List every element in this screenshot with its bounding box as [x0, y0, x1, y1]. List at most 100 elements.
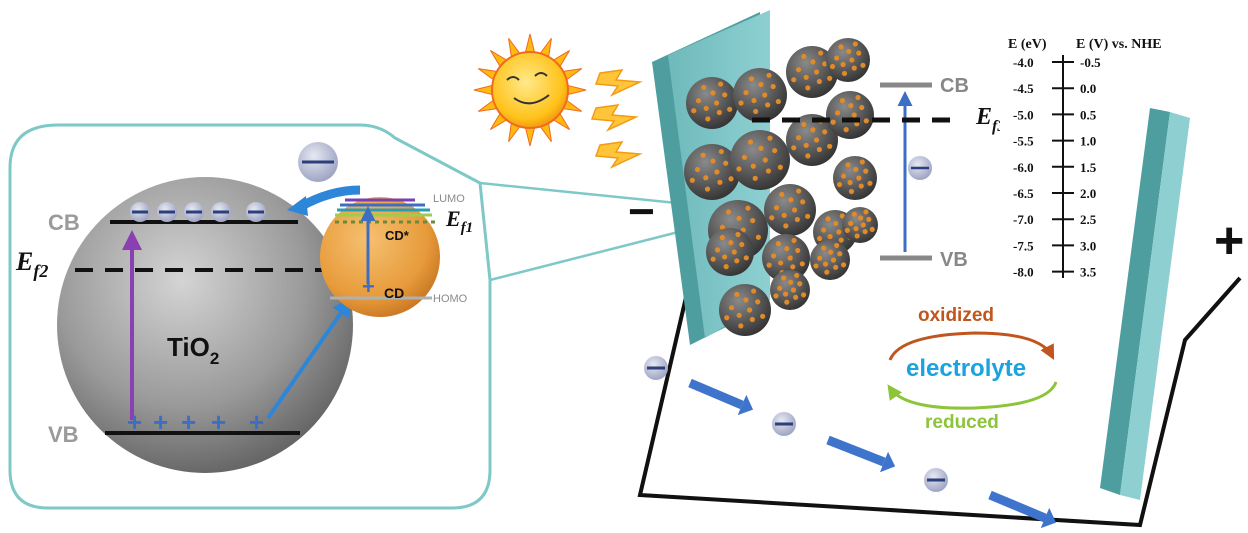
quantum-dot [743, 255, 749, 261]
quantum-dot [838, 44, 844, 50]
quantum-dot [863, 168, 869, 174]
quantum-dot [751, 97, 757, 104]
nanoparticle [684, 144, 740, 200]
quantum-dot [734, 291, 740, 298]
cd-star-label: CD* [385, 228, 410, 243]
quantum-dot [787, 255, 793, 261]
quantum-dot [851, 211, 857, 217]
bolt-icon [594, 69, 643, 97]
quantum-dot [849, 57, 855, 63]
quantum-dot [791, 145, 797, 151]
quantum-dot [838, 237, 844, 243]
quantum-dot [822, 61, 828, 67]
cd-hole: + [362, 274, 375, 299]
quantum-dot [731, 249, 737, 255]
quantum-dot [816, 235, 823, 242]
inset-vb-label: VB [48, 422, 79, 447]
lumo-label: LUMO [433, 193, 465, 205]
nanoparticle-film [684, 38, 878, 336]
quantum-dot [755, 234, 761, 240]
quantum-dot [741, 154, 748, 160]
nanoparticle [770, 270, 810, 310]
quantum-dot [710, 158, 716, 164]
quantum-dot [727, 106, 733, 112]
quantum-dot [714, 169, 720, 175]
quantum-dot [827, 143, 833, 149]
quantum-dot [797, 281, 803, 287]
quantum-dot [775, 241, 782, 247]
tio2-cb-electrons [130, 202, 266, 222]
quantum-dot [843, 127, 849, 133]
nanoparticle [826, 91, 874, 139]
quantum-dot [840, 262, 847, 268]
quantum-dot [791, 237, 797, 244]
ef2-label: Ef2 [15, 247, 48, 281]
quantum-dot [853, 226, 859, 232]
vb-hole: + [211, 407, 226, 437]
external-circuit-wire [637, 276, 1242, 528]
quantum-dot [816, 146, 822, 153]
anode-minus-sign: − [628, 185, 655, 237]
quantum-dot [828, 249, 834, 255]
hole-transfer-arrow [266, 296, 353, 420]
quantum-dot [758, 145, 764, 151]
quantum-dot [770, 83, 776, 90]
quantum-dot [736, 166, 742, 172]
nhe-tick-label: 1.0 [1080, 134, 1096, 149]
nanoparticle [686, 77, 738, 129]
nanoparticle [764, 184, 816, 236]
quantum-dot [762, 92, 768, 98]
nhe-tick-label: 3.0 [1080, 238, 1096, 253]
quantum-dot [821, 227, 827, 233]
quantum-dot [854, 233, 860, 239]
inset-band-diagram: CB VB Ef2 TiO2 +++++ + CD* CD LUMO HOMO … [8, 123, 492, 510]
cell-cb-label: CB [940, 75, 969, 97]
nanoparticle [762, 234, 810, 282]
quantum-dot [821, 245, 827, 251]
nhe-tick-label: 3.5 [1080, 265, 1097, 280]
quantum-dot [818, 50, 824, 56]
quantum-dot [822, 261, 829, 267]
nanoparticle [786, 114, 838, 166]
nanoparticle [842, 207, 878, 243]
quantum-dot [796, 188, 802, 194]
quantum-dot [839, 98, 846, 104]
nanoparticle [706, 228, 754, 276]
counter-electrode-face [1120, 112, 1190, 500]
nanoparticle [833, 156, 877, 200]
electron-flow-arrowhead [1040, 507, 1057, 529]
ev-tick-label: -6.5 [1013, 186, 1034, 201]
nanoparticle [810, 240, 850, 280]
quantum-dot [841, 70, 848, 77]
quantum-dot [791, 77, 797, 83]
quantum-dot [827, 75, 833, 81]
quantum-dot [736, 312, 742, 318]
electrolyte-cycle: oxidized electrolyte reduced [887, 305, 1058, 433]
quantum-dot [778, 260, 784, 266]
quantum-dot [717, 179, 723, 185]
energy-scale-header-nhe: E (V) vs. NHE [1076, 37, 1162, 52]
quantum-dot [839, 213, 845, 219]
quantum-dot [793, 294, 799, 300]
electron-flow-arrow [688, 378, 744, 410]
quantum-dot [794, 272, 800, 279]
quantum-dot [859, 159, 865, 165]
quantum-dot [784, 299, 790, 305]
quantum-dot [719, 235, 726, 241]
counter-electrode-side [1100, 108, 1170, 495]
quantum-dot [760, 313, 766, 319]
quantum-dot [704, 186, 711, 192]
quantum-dot [791, 207, 798, 213]
quantum-dot [745, 205, 751, 211]
quantum-dot [833, 264, 839, 270]
ev-tick-label: -4.0 [1013, 55, 1034, 70]
quantum-dot [816, 78, 822, 85]
quantum-dot [851, 112, 857, 118]
quantum-dot [770, 253, 777, 259]
sun-ray [524, 33, 536, 53]
quantum-dot [719, 224, 726, 230]
quantum-dot [755, 299, 761, 305]
cell-vb-label: VB [940, 249, 968, 271]
nhe-tick-label: 2.5 [1080, 212, 1097, 227]
quantum-dot [827, 233, 833, 240]
